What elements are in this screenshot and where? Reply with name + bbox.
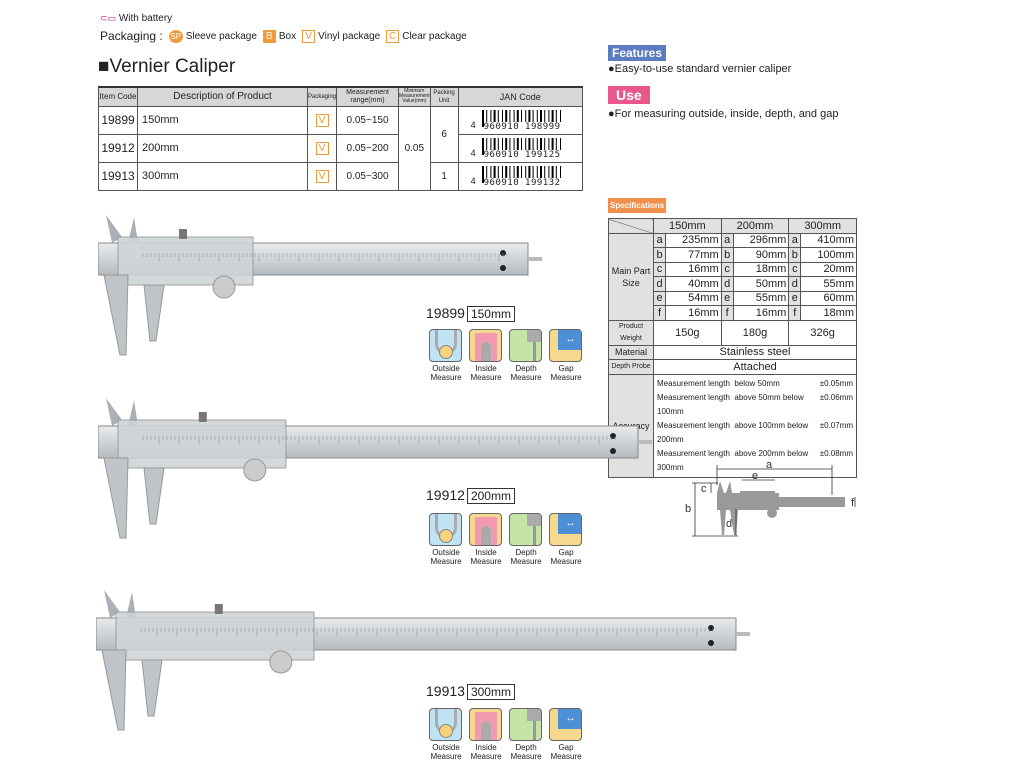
dim-e: e [752, 470, 758, 482]
caliper-150mm-image [97, 213, 548, 368]
inside-measure-icon: Inside Measure [469, 329, 503, 382]
use-text: ●For measuring outside, inside, depth, a… [608, 108, 839, 120]
depth-measure-icon: Depth Measure [509, 708, 543, 761]
caliper-200mm-image [97, 396, 658, 551]
accuracy-row: Measurement length above 200mm below 300… [657, 448, 853, 472]
dim-b: b [685, 503, 691, 515]
features-text: ●Easy-to-use standard vernier caliper [608, 63, 792, 75]
use-tag: Use [608, 86, 650, 104]
dim-a: a [766, 459, 773, 471]
dimension-diagram: a b c d e f [685, 459, 856, 537]
dim-f: f [851, 497, 855, 509]
battery-legend: ⊂▭ With battery [100, 13, 173, 24]
gap-measure-icon: ↔Gap Measure [549, 513, 583, 566]
features-tag: Features [608, 45, 667, 61]
outside-measure-icon: Outside Measure [429, 329, 463, 382]
accuracy-row: Measurement length above 100mm below 200… [657, 420, 853, 444]
sleeve-mark: SP [168, 29, 183, 43]
dim-d: d [726, 518, 732, 530]
box-mark: B [262, 29, 276, 43]
accuracy-row: Measurement length above 50mm below 100m… [657, 392, 853, 416]
gap-measure-icon: ↔Gap Measure [549, 329, 583, 382]
product-table: Item Code Description of Product Packagi… [98, 86, 584, 191]
vinyl-mark: V [302, 29, 316, 43]
dim-c: c [701, 483, 707, 495]
caliper-300mm-image [95, 588, 756, 743]
page-title: ■Vernier Caliper [98, 56, 236, 77]
depth-measure-icon: Depth Measure [509, 329, 543, 382]
gap-measure-icon: ↔Gap Measure [549, 708, 583, 761]
caliper-drawing [97, 215, 542, 356]
inside-measure-icon: Inside Measure [469, 708, 503, 761]
accuracy-row: Measurement length below 50mm±0.05mm [657, 378, 853, 388]
outside-measure-icon: Outside Measure [429, 513, 463, 566]
battery-icon: ⊂▭ [100, 13, 117, 23]
caliper-drawing [97, 398, 652, 539]
caliper-drawing [95, 590, 750, 731]
depth-measure-icon: Depth Measure [509, 513, 543, 566]
inside-measure-icon: Inside Measure [469, 513, 503, 566]
specifications-tag: Specifications [608, 198, 667, 213]
outside-measure-icon: Outside Measure [429, 708, 463, 761]
clear-mark: C [386, 29, 400, 43]
barcode-bars [481, 110, 569, 127]
